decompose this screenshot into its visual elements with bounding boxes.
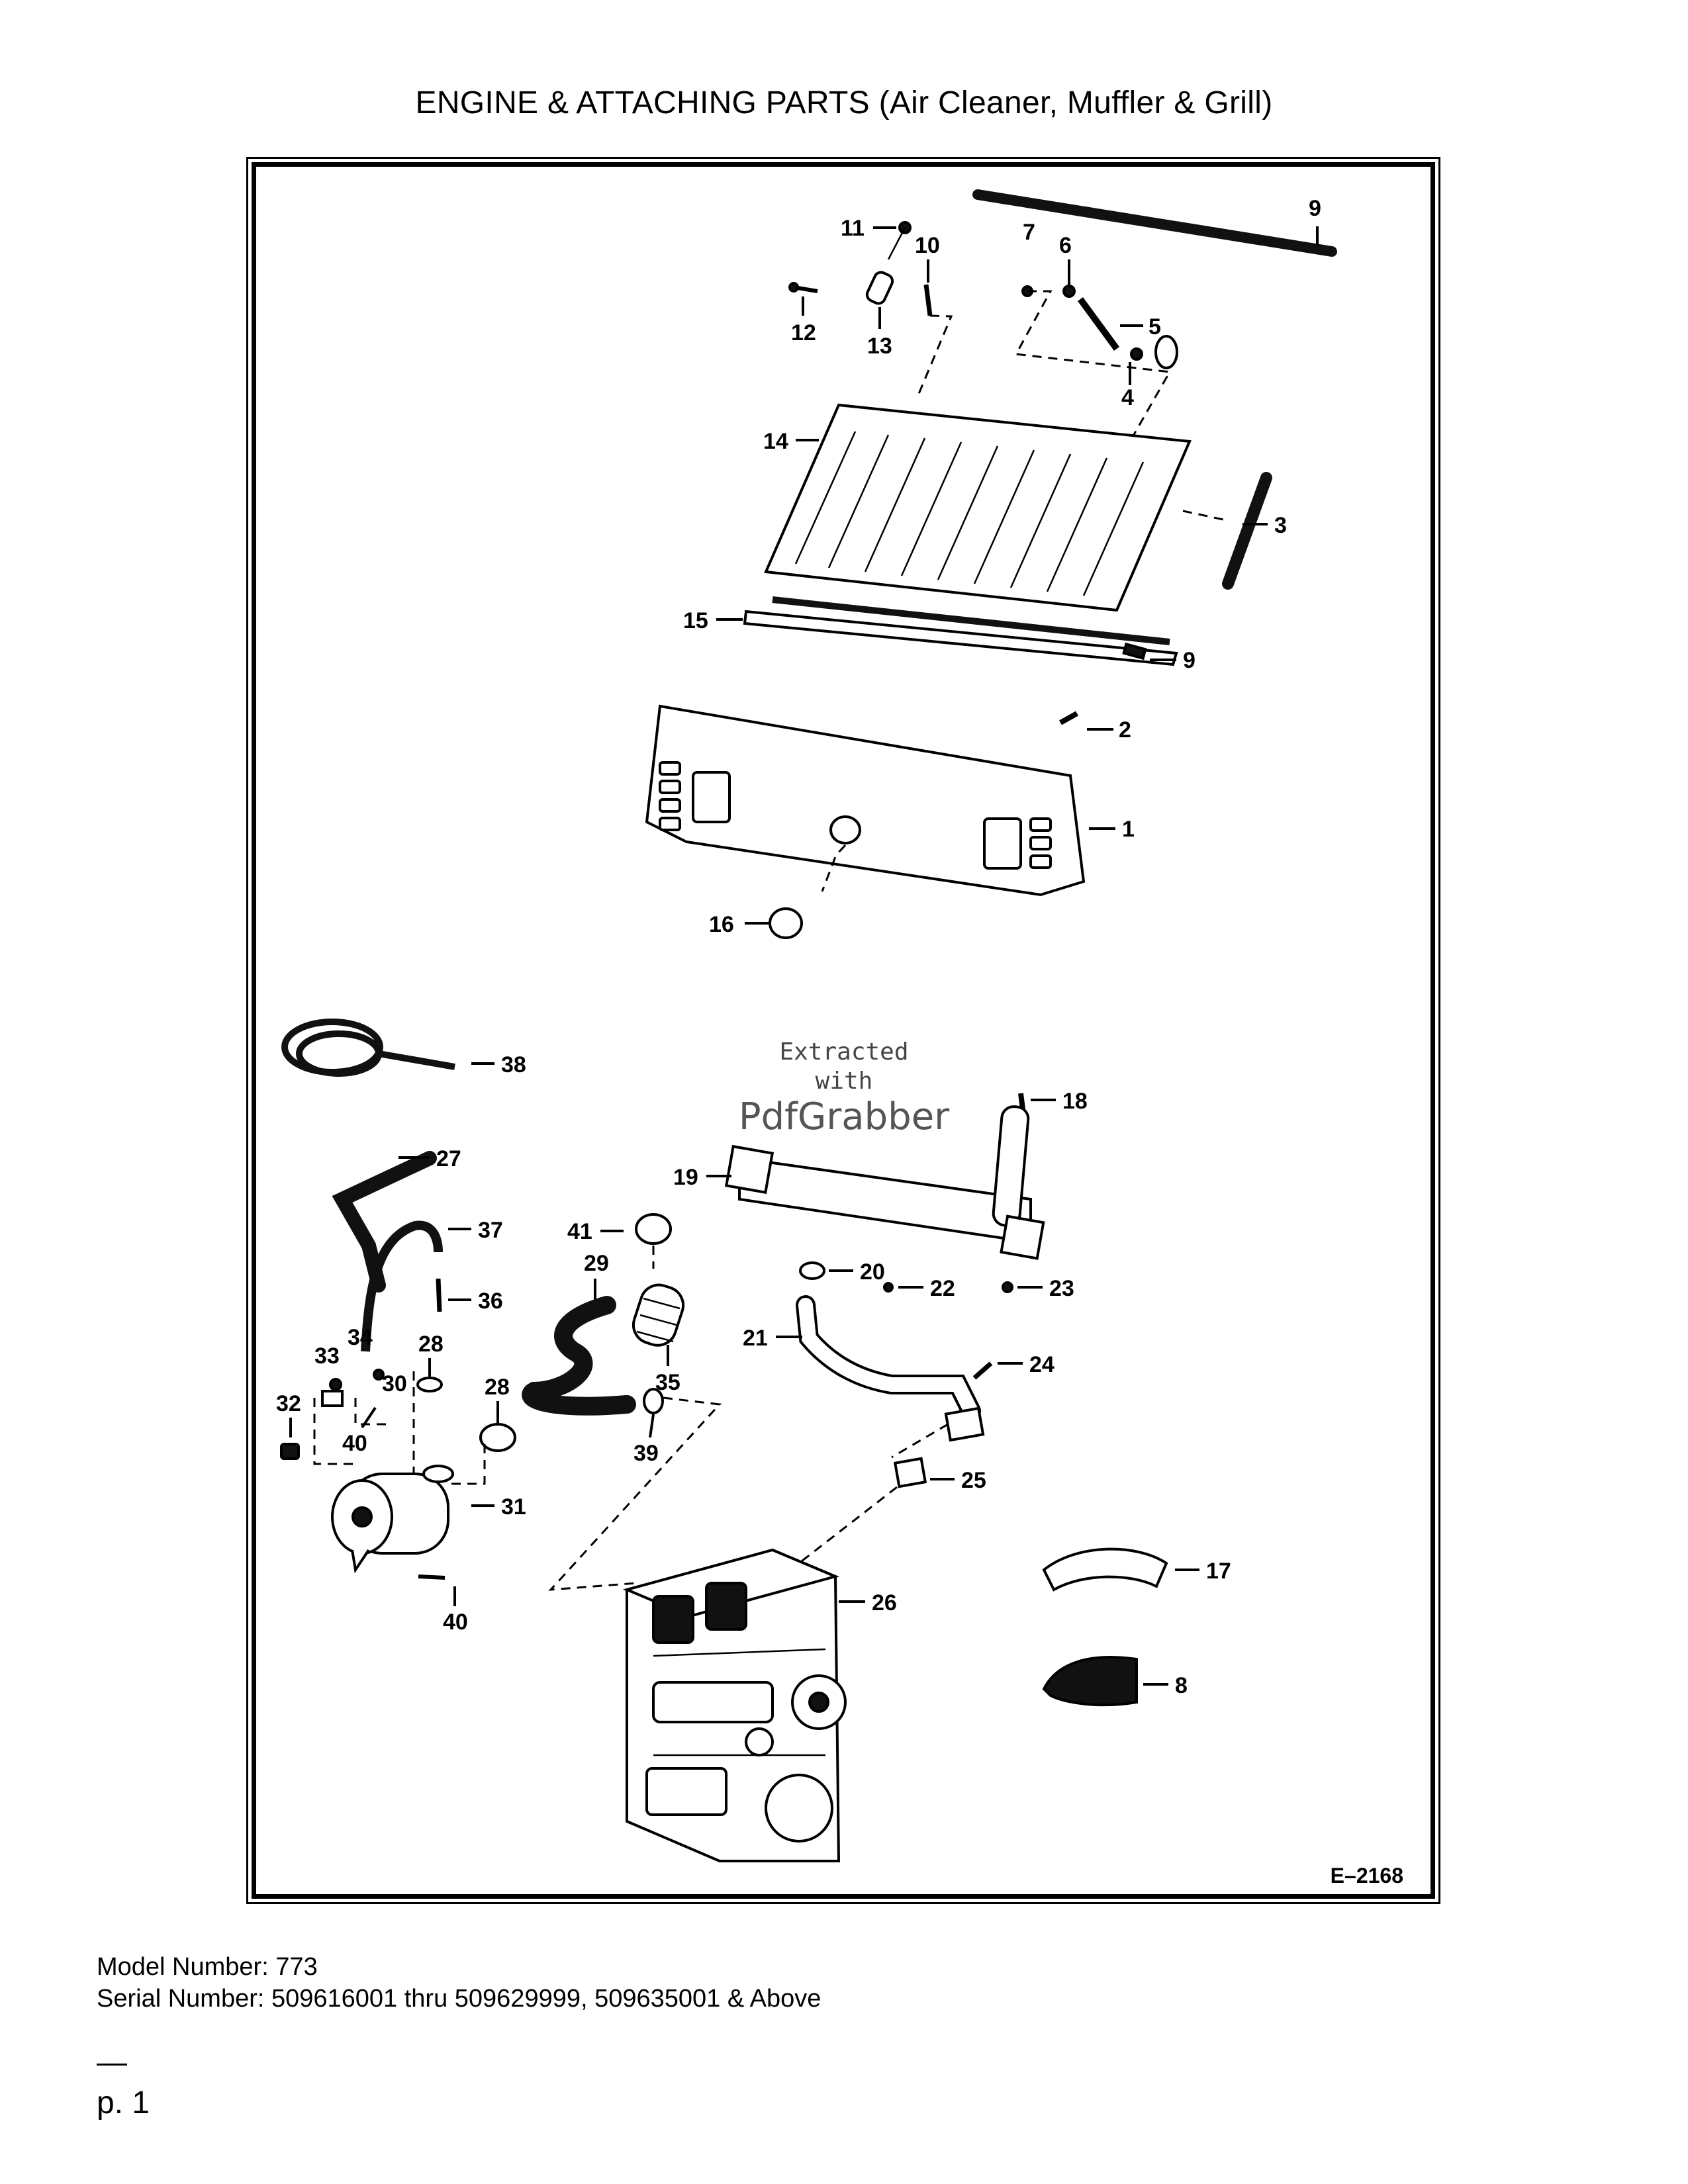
callout-7: 7: [1023, 220, 1035, 245]
callout-24: 24: [1029, 1352, 1055, 1377]
panel-vents-right: [983, 817, 1052, 870]
callout-15: 15: [683, 608, 708, 633]
part-2-bolt: [1059, 711, 1078, 725]
callout-32: 32: [276, 1391, 301, 1416]
callout-25: 25: [961, 1468, 986, 1493]
part-41-clamp: [635, 1213, 672, 1245]
page-title: ENGINE & ATTACHING PARTS (Air Cleaner, M…: [415, 85, 1273, 120]
part-17-seal: [1042, 1547, 1168, 1592]
callout-35: 35: [655, 1370, 680, 1395]
callout-18: 18: [1062, 1089, 1088, 1114]
part-26-engine: [622, 1548, 847, 1862]
part-37-hose: [361, 1220, 443, 1352]
callout-9-top: 9: [1309, 196, 1321, 221]
watermark-line2: with: [815, 1068, 873, 1095]
part-9-seal-small: [1122, 642, 1147, 660]
callout-8: 8: [1175, 1673, 1188, 1698]
callout-12: 12: [791, 320, 816, 345]
part-33-bracket: [321, 1390, 344, 1407]
callout-33: 33: [314, 1343, 340, 1369]
part-19-muffler: [724, 1105, 1045, 1260]
part-40-bolt: [418, 1574, 445, 1580]
callout-40-upper: 40: [342, 1431, 367, 1456]
callout-13: 13: [867, 334, 892, 359]
callout-14: 14: [763, 429, 788, 454]
callout-1: 1: [1122, 817, 1135, 842]
callout-36: 36: [478, 1289, 503, 1314]
part-14-grill-frame: [764, 403, 1192, 612]
part-16-plug: [769, 907, 803, 939]
callout-2: 2: [1119, 717, 1131, 743]
part-25-gasket: [893, 1457, 927, 1488]
part-3-seal-side: [1222, 472, 1272, 590]
callout-16: 16: [709, 912, 734, 937]
callout-34: 34: [348, 1325, 373, 1350]
callout-26: 26: [872, 1590, 897, 1615]
callout-21: 21: [743, 1326, 768, 1351]
callout-11: 11: [841, 216, 865, 241]
callout-30: 30: [382, 1371, 407, 1396]
watermark: Extracted with PdfGrabber: [735, 1038, 953, 1138]
callout-31: 31: [501, 1494, 526, 1520]
callout-9-small: 9: [1183, 648, 1196, 673]
callout-29: 29: [584, 1251, 609, 1276]
callout-22: 22: [930, 1276, 955, 1301]
part-39-clamp: [643, 1388, 664, 1414]
part-32-fitting: [280, 1443, 300, 1460]
part-10-pin: [923, 284, 933, 316]
serial-number: Serial Number: 509616001 thru 509629999,…: [97, 1985, 821, 2013]
part-24-bolt: [972, 1361, 993, 1380]
page-divider: [97, 2064, 127, 2066]
part-38-coiled-hose: [281, 1019, 383, 1077]
part-5-gas-spring: [1077, 297, 1120, 351]
callout-6: 6: [1059, 233, 1072, 258]
model-number: Model Number: 773: [97, 1953, 318, 1981]
drawing-id: E–2168: [1330, 1864, 1403, 1888]
callout-23: 23: [1049, 1276, 1074, 1301]
panel-vents-left: [659, 761, 731, 831]
callout-5: 5: [1149, 314, 1161, 340]
callout-40-lower: 40: [443, 1610, 468, 1635]
page-number: p. 1: [97, 2085, 150, 2120]
grill-slats: [794, 431, 1145, 596]
part-9-seal-top: [972, 189, 1337, 257]
callout-37: 37: [478, 1218, 503, 1243]
part-1-rear-panel: [645, 704, 1086, 897]
part-36-bolt: [436, 1278, 442, 1312]
callout-10: 10: [915, 233, 940, 258]
part-13-clamp: [865, 271, 894, 305]
callout-3: 3: [1274, 513, 1287, 538]
callout-39: 39: [633, 1441, 659, 1466]
callout-38: 38: [501, 1052, 526, 1077]
part-20-gasket: [799, 1261, 825, 1280]
part-15-strip: [743, 610, 1178, 666]
callout-41: 41: [567, 1219, 592, 1244]
callout-17: 17: [1206, 1559, 1231, 1584]
part-35-hose: [632, 1283, 685, 1347]
callout-4: 4: [1121, 385, 1134, 410]
callout-28-right: 28: [485, 1375, 510, 1400]
parts-diagram: 9 11 10 12 13 7 6 5 4 14 3: [276, 189, 1337, 1862]
callout-27: 27: [436, 1146, 461, 1171]
callout-28-left: 28: [418, 1332, 444, 1357]
part-29-hose: [522, 1296, 636, 1416]
footer: Model Number: 773 Serial Number: 5096160…: [97, 1951, 821, 2015]
watermark-brand: PdfGrabber: [738, 1095, 950, 1138]
part-28-clamp: [479, 1423, 516, 1452]
callout-20: 20: [860, 1259, 885, 1285]
callout-19: 19: [673, 1165, 698, 1190]
part-8-seal-roll: [1042, 1656, 1138, 1707]
diagram-frame-inner: [252, 162, 1435, 1899]
part-31-air-cleaner: [331, 1465, 454, 1574]
watermark-line1: Extracted: [779, 1038, 909, 1066]
